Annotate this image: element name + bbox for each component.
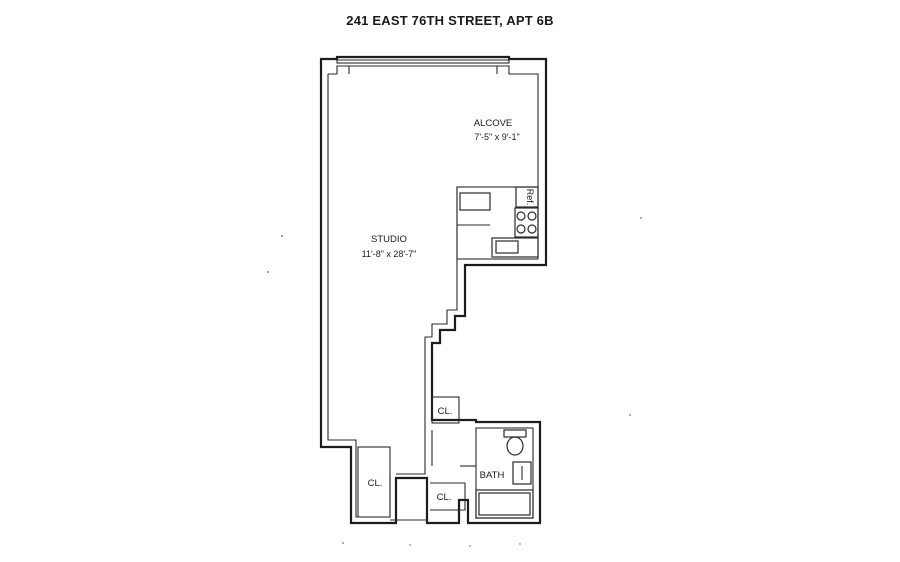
burner-icon (516, 224, 526, 234)
refrigerator (515, 186, 539, 208)
kitchen: Ref. (456, 186, 539, 260)
bath-sink-icon (512, 461, 532, 485)
closet-left: CL. (357, 446, 391, 518)
sink-icon (495, 240, 519, 254)
closet-left-label: CL. (368, 478, 383, 489)
scan-specks (267, 217, 642, 547)
studio-label: STUDIO (371, 234, 407, 245)
burner-icon (527, 224, 537, 234)
studio-dims: 11'-8" x 28'-7" (362, 249, 417, 259)
ref-label: Ref. (525, 189, 535, 206)
page-title: 241 EAST 76TH STREET, APT 6B (346, 13, 554, 28)
stove (514, 207, 539, 238)
closet-lower: CL. (430, 482, 466, 511)
bathtub-icon (475, 489, 534, 519)
closet-lower-label: CL. (437, 492, 452, 503)
bath-label: BATH (480, 470, 505, 481)
toilet-icon (506, 436, 524, 456)
alcove-dims: 7'-5" x 9'-1" (474, 132, 519, 142)
doorways (390, 430, 476, 521)
alcove-label: ALCOVE (474, 118, 513, 129)
outer-wall (319, 55, 548, 525)
counter (491, 237, 539, 258)
burner-icon (527, 211, 537, 221)
corner-bumps (337, 65, 509, 74)
closet-upper-label: CL. (438, 406, 453, 417)
burner-icon (516, 211, 526, 221)
closet-upper: CL. (431, 396, 460, 424)
toilet-tank-icon (503, 429, 527, 438)
bathroom: BATH (475, 427, 534, 519)
